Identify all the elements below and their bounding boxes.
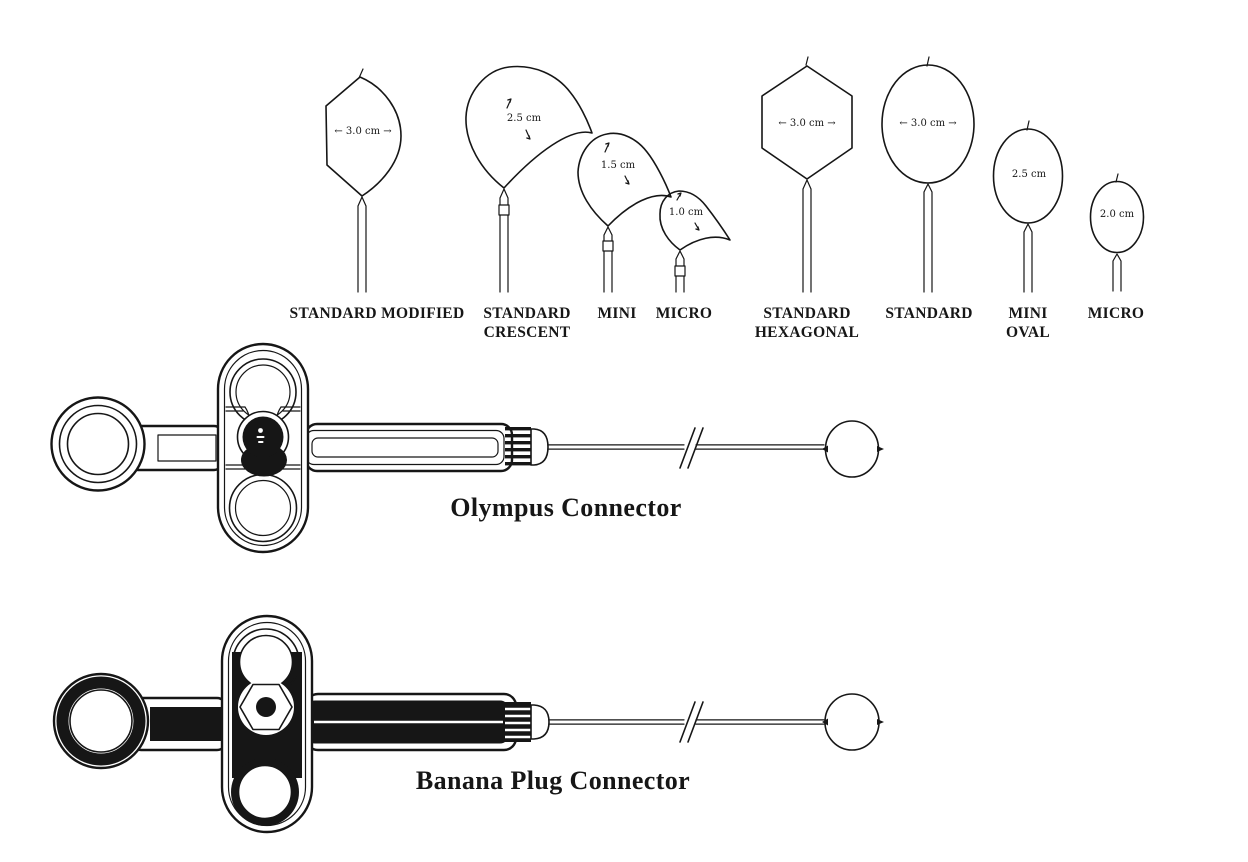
snare-shaft bbox=[1112, 253, 1122, 292]
ribbed-connector-tip bbox=[505, 427, 531, 466]
snare-size-label: 1.0 cm bbox=[669, 207, 704, 218]
snare-size-label: ← 3.0 cm → bbox=[778, 118, 836, 129]
thumb-ring bbox=[50, 396, 146, 492]
snare-loop-tip bbox=[824, 420, 880, 478]
banana-plug-connector-device: Banana Plug Connector bbox=[52, 614, 884, 834]
snare-shaft bbox=[499, 188, 509, 293]
snare-shaft-band bbox=[498, 204, 510, 216]
snare-shaft bbox=[1023, 223, 1033, 293]
dimension-arrow-up bbox=[604, 142, 610, 153]
snare-mini-oval: 2.5 cm MINI OVAL bbox=[992, 120, 1064, 341]
snare-shaft-band bbox=[674, 265, 686, 277]
snare-loop-nub bbox=[1115, 173, 1119, 183]
snare-name-label: STANDARD bbox=[885, 305, 972, 322]
snare-loop-tip-point bbox=[877, 446, 884, 452]
snare-loop bbox=[992, 128, 1064, 224]
snare-shaft bbox=[603, 226, 613, 293]
snare-size-label: 1.5 cm bbox=[601, 160, 636, 171]
snare-name-label: MINI bbox=[597, 305, 636, 322]
snare-loop bbox=[881, 64, 975, 184]
dimension-arrow-up bbox=[676, 192, 682, 201]
snare-loop bbox=[1089, 180, 1145, 254]
thumb-ring bbox=[52, 672, 150, 770]
snare-shaft bbox=[357, 196, 367, 293]
snare-shaft-band bbox=[602, 240, 614, 252]
snare-name-label: HEXAGONAL bbox=[755, 324, 859, 341]
snare-size-label: ← 3.0 cm → bbox=[334, 126, 392, 137]
snare-shaft bbox=[675, 250, 685, 293]
snare-size-label: 2.0 cm bbox=[1100, 209, 1135, 220]
dimension-arrow-down bbox=[525, 129, 531, 140]
snare-standard-oval: ← 3.0 cm → STANDARD bbox=[881, 56, 975, 322]
locking-knob-screw bbox=[256, 428, 265, 443]
snare-name-label: MICRO bbox=[1088, 305, 1145, 322]
snare-micro-crescent: 1.0 cm MICRO bbox=[656, 190, 731, 322]
snare-loop-nub bbox=[1026, 120, 1030, 131]
snare-name-label: OVAL bbox=[1006, 324, 1050, 341]
connector-cap bbox=[530, 428, 549, 466]
snare-size-label: 2.5 cm bbox=[1012, 169, 1047, 180]
finger-ring-bottom-inner bbox=[237, 764, 293, 820]
catheter-wire bbox=[547, 427, 828, 469]
snare-loop-tip-point bbox=[877, 719, 884, 725]
snare-loop-tip bbox=[824, 693, 880, 751]
wire-break-mark bbox=[679, 427, 704, 469]
connector-cap bbox=[530, 704, 550, 740]
dimension-arrow-down bbox=[624, 175, 630, 185]
snare-micro-oval: 2.0 cm MICRO bbox=[1088, 173, 1145, 322]
device-label: Banana Plug Connector bbox=[416, 766, 690, 795]
snare-shaft bbox=[802, 179, 812, 293]
catheter-wire bbox=[548, 701, 828, 743]
device-barrel-slot bbox=[311, 437, 499, 458]
snare-name-label: STANDARD MODIFIED bbox=[290, 305, 465, 322]
snare-name-label: CRESCENT bbox=[484, 324, 571, 341]
snare-name-label: MINI bbox=[1008, 305, 1047, 322]
snare-loop bbox=[761, 65, 853, 180]
handle-shaft-slot bbox=[157, 434, 217, 462]
snare-name-label: MICRO bbox=[656, 305, 713, 322]
device-label: Olympus Connector bbox=[450, 493, 681, 522]
finger-ring-bottom-inner bbox=[234, 479, 292, 537]
wire-break-mark bbox=[679, 701, 704, 743]
snare-loop bbox=[325, 76, 402, 197]
hex-nut-center bbox=[256, 697, 276, 717]
snare-size-label: 2.5 cm bbox=[507, 113, 542, 124]
snare-loop bbox=[659, 190, 731, 251]
handle-shaft-fill bbox=[150, 707, 226, 741]
snare-loop-nub bbox=[358, 68, 364, 79]
snare-standard-hexagonal: ← 3.0 cm → STANDARD HEXAGONAL bbox=[755, 56, 859, 341]
snare-loop bbox=[465, 65, 593, 189]
dimension-arrow-down bbox=[694, 222, 700, 231]
olympus-connector-device: Olympus Connector bbox=[50, 342, 884, 554]
snare-size-label: ← 3.0 cm → bbox=[899, 118, 957, 129]
snare-shaft bbox=[923, 183, 933, 293]
snare-loop bbox=[577, 132, 672, 227]
snare-standard-crescent: 2.5 cm STANDARD CRESCENT bbox=[465, 65, 593, 341]
snare-standard-modified: ← 3.0 cm → STANDARD MODIFIED bbox=[290, 68, 465, 322]
finger-ring-handle bbox=[220, 614, 314, 834]
snare-mini-crescent: 1.5 cm MINI bbox=[577, 132, 672, 322]
snare-name-label: STANDARD bbox=[763, 305, 850, 322]
dimension-arrow-up bbox=[506, 98, 512, 109]
snare-name-label: STANDARD bbox=[483, 305, 570, 322]
snare-loop-nub bbox=[926, 56, 930, 67]
finger-ring-handle bbox=[216, 342, 310, 554]
snare-loop-nub bbox=[805, 56, 809, 66]
ribbed-connector-tip bbox=[505, 702, 531, 742]
handle-capsule-inner bbox=[223, 349, 303, 547]
